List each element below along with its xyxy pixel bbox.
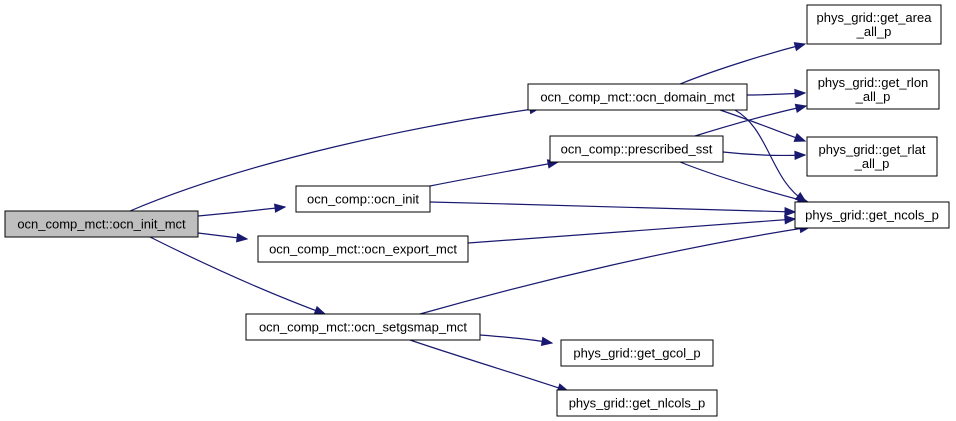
node-label: phys_grid::get_nlcols_p <box>569 396 706 411</box>
edge-init_mct-to-ocn_init <box>197 203 287 217</box>
node-get-rlon[interactable]: phys_grid::get_rlon_all_p <box>806 69 940 110</box>
edge-line <box>429 161 559 187</box>
edge-export_mct-to-get_ncols <box>467 215 797 244</box>
node-box[interactable] <box>806 136 938 177</box>
node-label: ocn_comp::ocn_init <box>307 192 419 207</box>
edge-line <box>722 151 806 156</box>
edge-ocn_init-to-prescribed_sst <box>429 159 560 187</box>
node-box[interactable] <box>245 313 481 341</box>
arrowhead-icon <box>794 150 807 161</box>
node-box[interactable] <box>527 83 748 111</box>
edge-line <box>129 107 541 212</box>
arrowhead-icon <box>236 233 249 243</box>
arrowhead-icon <box>313 305 327 315</box>
node-prescribed-sst[interactable]: ocn_comp::prescribed_sst <box>549 135 724 163</box>
node-setgsmap-mct[interactable]: ocn_comp_mct::ocn_setgsmap_mct <box>245 313 481 341</box>
node-box[interactable] <box>806 69 940 110</box>
node-box[interactable] <box>560 339 714 367</box>
edge-prescribed_sst-to-get_rlat <box>722 150 807 161</box>
node-label: phys_grid::get_rlat <box>819 142 926 157</box>
node-label: ocn_comp::prescribed_sst <box>561 142 713 157</box>
node-get-nlcols[interactable]: phys_grid::get_nlcols_p <box>556 389 718 417</box>
edge-line <box>419 226 811 315</box>
edge-line <box>429 201 796 213</box>
edge-line <box>149 236 326 315</box>
node-get-rlat[interactable]: phys_grid::get_rlat_all_p <box>806 136 938 177</box>
node-box[interactable] <box>4 210 199 238</box>
edge-line <box>467 218 796 244</box>
graph-nodes: ocn_comp_mct::ocn_init_mct ocn_comp::ocn_… <box>4 4 950 417</box>
node-label: _all_p <box>855 89 891 104</box>
edge-line <box>719 109 806 142</box>
edge-domain_mct-to-get_area <box>679 42 807 85</box>
node-label: _all_p <box>856 24 892 39</box>
node-get-area[interactable]: phys_grid::get_area_all_p <box>806 4 942 45</box>
node-label: phys_grid::get_ncols_p <box>805 208 939 223</box>
edge-domain_mct-to-get_rlon <box>746 88 807 99</box>
arrowhead-icon <box>794 103 808 113</box>
node-get-ncols[interactable]: phys_grid::get_ncols_p <box>794 201 950 229</box>
node-box[interactable] <box>794 201 950 229</box>
edge-line <box>679 161 809 203</box>
edge-init_mct-to-export_mct <box>197 232 249 243</box>
arrowhead-icon <box>784 207 797 217</box>
node-get-gcol[interactable]: phys_grid::get_gcol_p <box>560 339 714 367</box>
edge-ocn_init-to-get_ncols <box>429 201 797 217</box>
arrowhead-icon <box>793 42 807 52</box>
edge-setgsmap_mct-to-get_nlcols <box>409 339 570 393</box>
node-label: phys_grid::get_gcol_p <box>573 346 700 361</box>
node-domain-mct[interactable]: ocn_comp_mct::ocn_domain_mct <box>527 83 748 111</box>
node-label: phys_grid::get_area <box>817 10 933 25</box>
node-box[interactable] <box>806 4 942 45</box>
node-ocn-init[interactable]: ocn_comp::ocn_init <box>295 185 431 213</box>
node-label: _all_p <box>854 156 890 171</box>
node-init-mct[interactable]: ocn_comp_mct::ocn_init_mct <box>4 210 199 238</box>
edge-domain_mct-to-get_rlat <box>719 109 807 142</box>
edge-line <box>197 206 286 217</box>
node-label: ocn_comp_mct::ocn_domain_mct <box>540 90 735 105</box>
node-label: ocn_comp_mct::ocn_setgsmap_mct <box>259 320 467 335</box>
node-export-mct[interactable]: ocn_comp_mct::ocn_export_mct <box>257 235 469 263</box>
node-label: ocn_comp_mct::ocn_export_mct <box>269 242 457 257</box>
edge-line <box>679 43 806 85</box>
arrowhead-icon <box>793 132 807 142</box>
edge-line <box>694 105 807 137</box>
edge-setgsmap_mct-to-get_gcol <box>479 334 554 346</box>
node-box[interactable] <box>257 235 469 263</box>
node-box[interactable] <box>549 135 724 163</box>
arrowhead-icon <box>274 203 287 213</box>
arrowhead-icon <box>540 336 554 346</box>
edge-prescribed_sst-to-get_ncols <box>679 161 810 204</box>
node-label: phys_grid::get_rlon <box>818 75 929 90</box>
edge-setgsmap_mct-to-get_ncols <box>419 223 812 315</box>
node-label: ocn_comp_mct::ocn_init_mct <box>17 217 186 232</box>
node-box[interactable] <box>556 389 718 417</box>
edge-prescribed_sst-to-get_rlon <box>694 103 808 137</box>
edge-line <box>409 339 569 392</box>
node-box[interactable] <box>295 185 431 213</box>
arrowhead-icon <box>794 88 807 99</box>
edge-line <box>479 334 553 344</box>
arrowhead-icon <box>784 215 797 225</box>
